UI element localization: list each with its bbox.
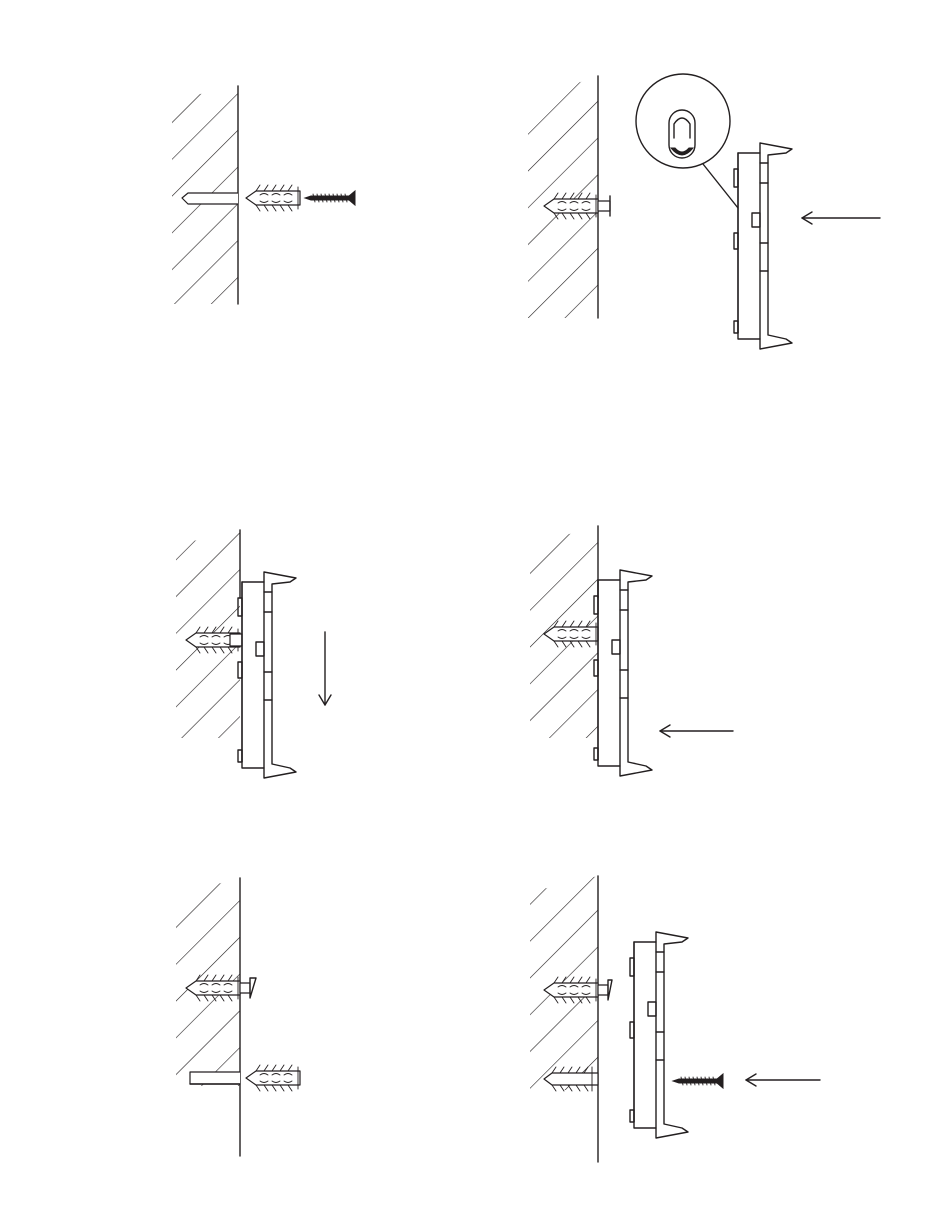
step-2-hang-bracket — [528, 74, 880, 349]
screw — [305, 191, 355, 205]
drilled-hole — [190, 1072, 240, 1084]
bracket — [594, 570, 652, 776]
bracket — [238, 572, 296, 778]
step-5-second-hole — [176, 878, 300, 1156]
push-arrow-left — [660, 725, 733, 737]
bracket — [630, 932, 688, 1138]
wall-plug — [246, 185, 300, 211]
screw — [673, 1074, 723, 1088]
push-arrow-left — [802, 212, 880, 224]
screw-head — [240, 978, 256, 998]
step-3-slide-down — [176, 530, 331, 778]
step-6-fix-screw — [530, 876, 820, 1162]
drilled-hole — [182, 193, 238, 204]
push-arrow-left — [746, 1074, 820, 1086]
keyhole-detail — [636, 74, 738, 208]
step-1-drill-hole — [172, 86, 355, 304]
bracket — [734, 143, 792, 349]
wall-plug — [246, 1065, 300, 1091]
step-4-push-in — [530, 526, 733, 776]
screw-head — [598, 980, 612, 1000]
screw-head — [598, 196, 610, 216]
down-arrow — [319, 632, 331, 705]
